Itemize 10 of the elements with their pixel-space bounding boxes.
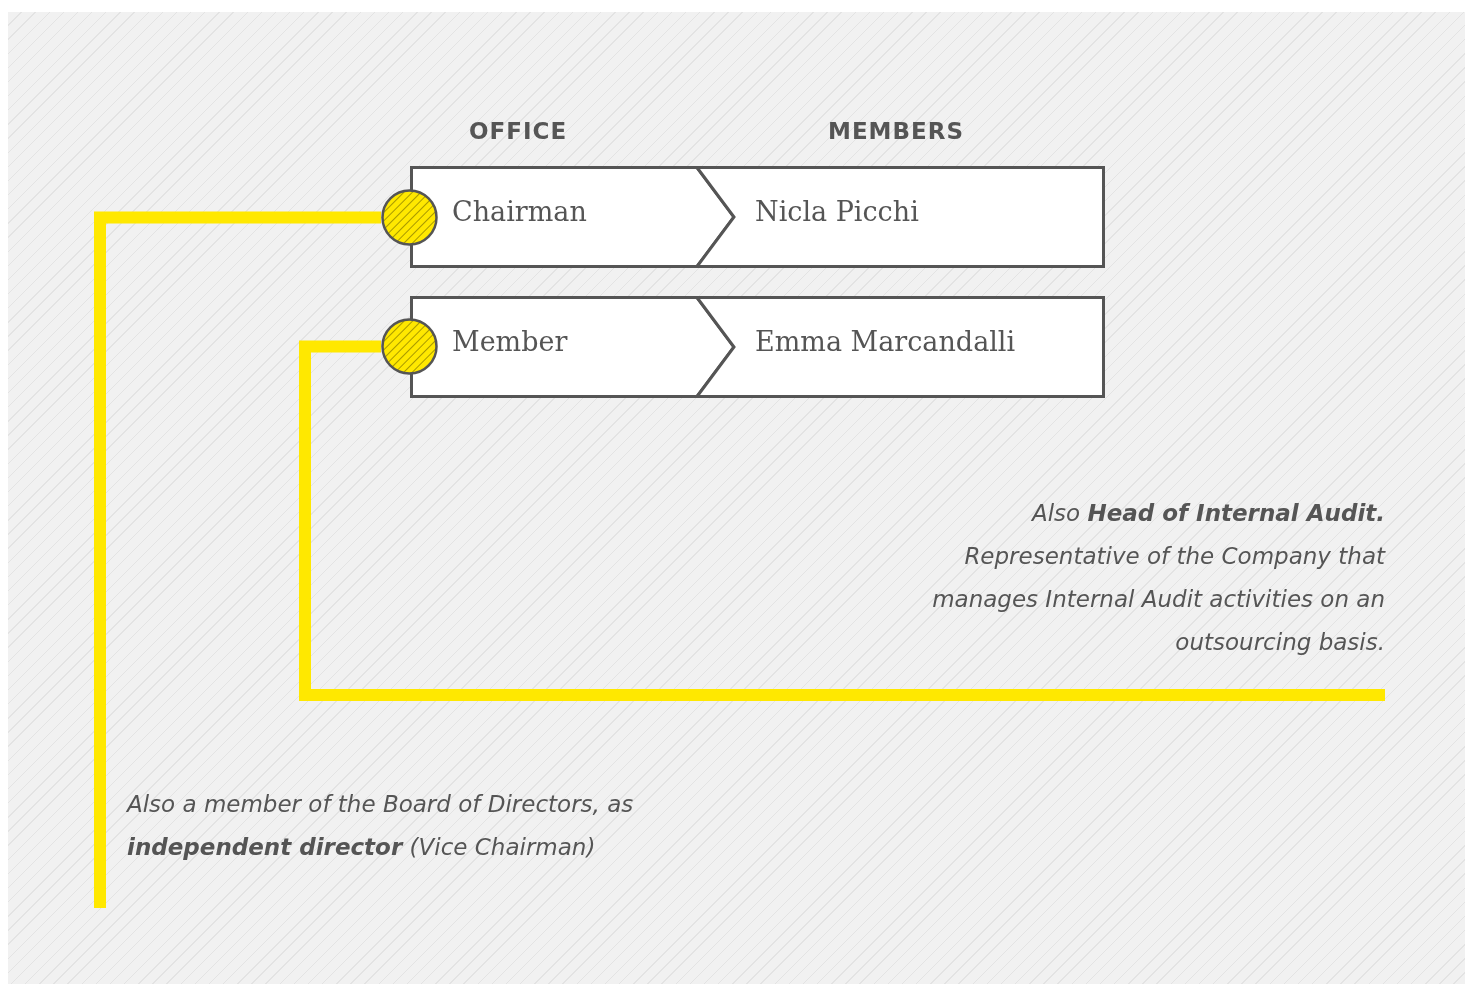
column-header: MEMBERS — [828, 118, 964, 144]
member-name: Emma Marcandalli — [755, 326, 1016, 357]
note-text: Also Head of Internal Audit. Representative of the Company that manages Internal Audit activities on an outsourcing basis. — [931, 499, 1385, 657]
member-name: Nicla Picchi — [755, 196, 919, 227]
note-text: Also a member of the Board of Directors, as independent director (Vice Chairman) — [127, 790, 635, 862]
office-name: Chairman — [452, 196, 587, 227]
leader-line — [94, 211, 381, 908]
leader-line — [299, 340, 1385, 701]
office-name: Member — [452, 326, 568, 357]
column-header: OFFICE — [469, 118, 568, 144]
